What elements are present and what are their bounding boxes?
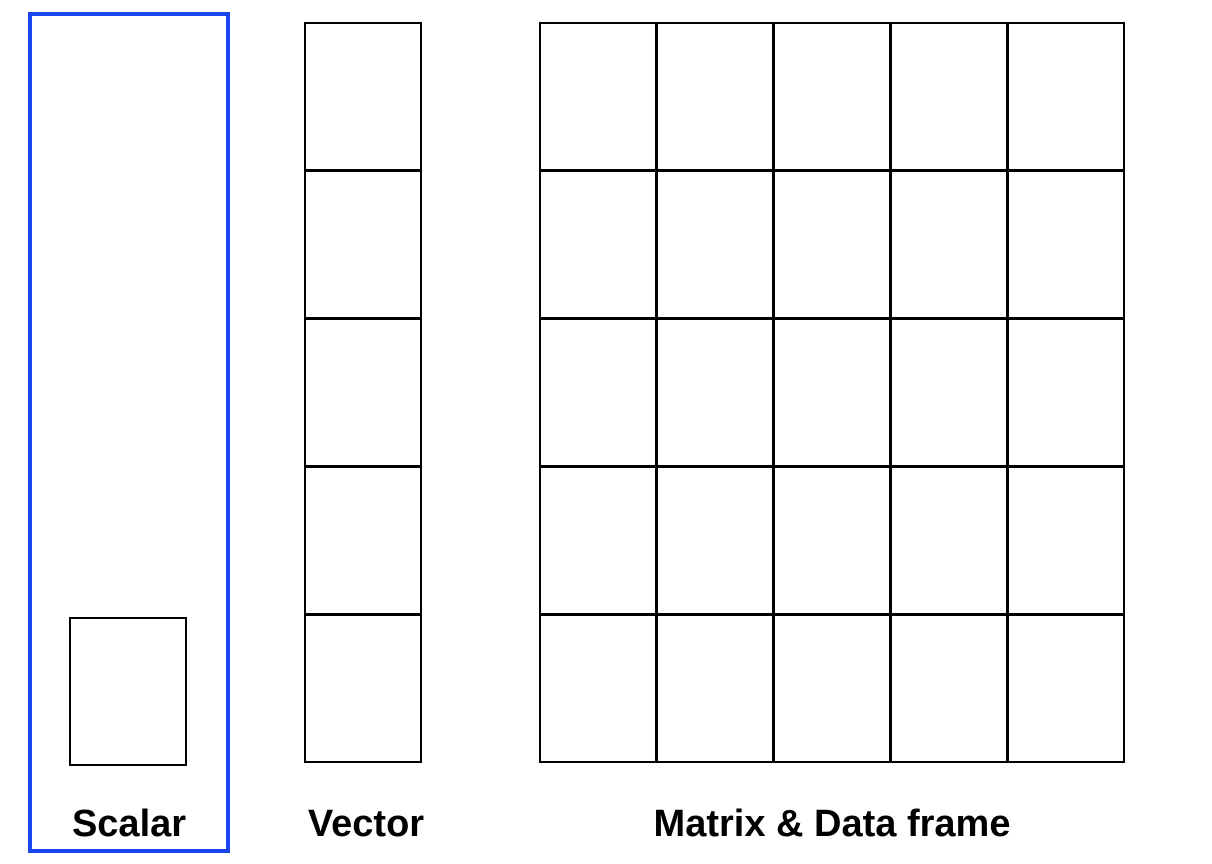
vector-cell	[304, 170, 422, 319]
scalar-label: Scalar	[71, 803, 187, 845]
vector-cell	[304, 318, 422, 467]
matrix-cell	[773, 318, 891, 467]
matrix-cell	[773, 614, 891, 763]
matrix-cell	[1007, 466, 1125, 615]
matrix-cell	[890, 170, 1008, 319]
matrix-cell	[656, 318, 774, 467]
matrix-cell	[773, 22, 891, 171]
matrix-cell	[539, 614, 657, 763]
matrix-cell	[539, 466, 657, 615]
matrix-cell	[656, 466, 774, 615]
matrix-cell	[1007, 318, 1125, 467]
matrix-cell	[656, 22, 774, 171]
vector-cell	[304, 22, 422, 171]
vector-label: Vector	[307, 803, 425, 845]
matrix-cell	[890, 318, 1008, 467]
matrix-cell	[656, 170, 774, 319]
matrix-cell	[890, 466, 1008, 615]
matrix-cell	[656, 614, 774, 763]
vector-cell	[304, 466, 422, 615]
scalar-highlight-box	[28, 12, 230, 853]
matrix-cell	[1007, 170, 1125, 319]
matrix-cell	[539, 318, 657, 467]
scalar-cell	[69, 617, 187, 766]
matrix-cell	[539, 22, 657, 171]
matrix-cell	[773, 170, 891, 319]
matrix-cell	[773, 466, 891, 615]
matrix-data-frame-label: Matrix & Data frame	[653, 803, 1011, 845]
matrix-cell	[1007, 614, 1125, 763]
vector-cell	[304, 614, 422, 763]
matrix-cell	[539, 170, 657, 319]
matrix-cell	[1007, 22, 1125, 171]
matrix-cell	[890, 614, 1008, 763]
matrix-cell	[890, 22, 1008, 171]
